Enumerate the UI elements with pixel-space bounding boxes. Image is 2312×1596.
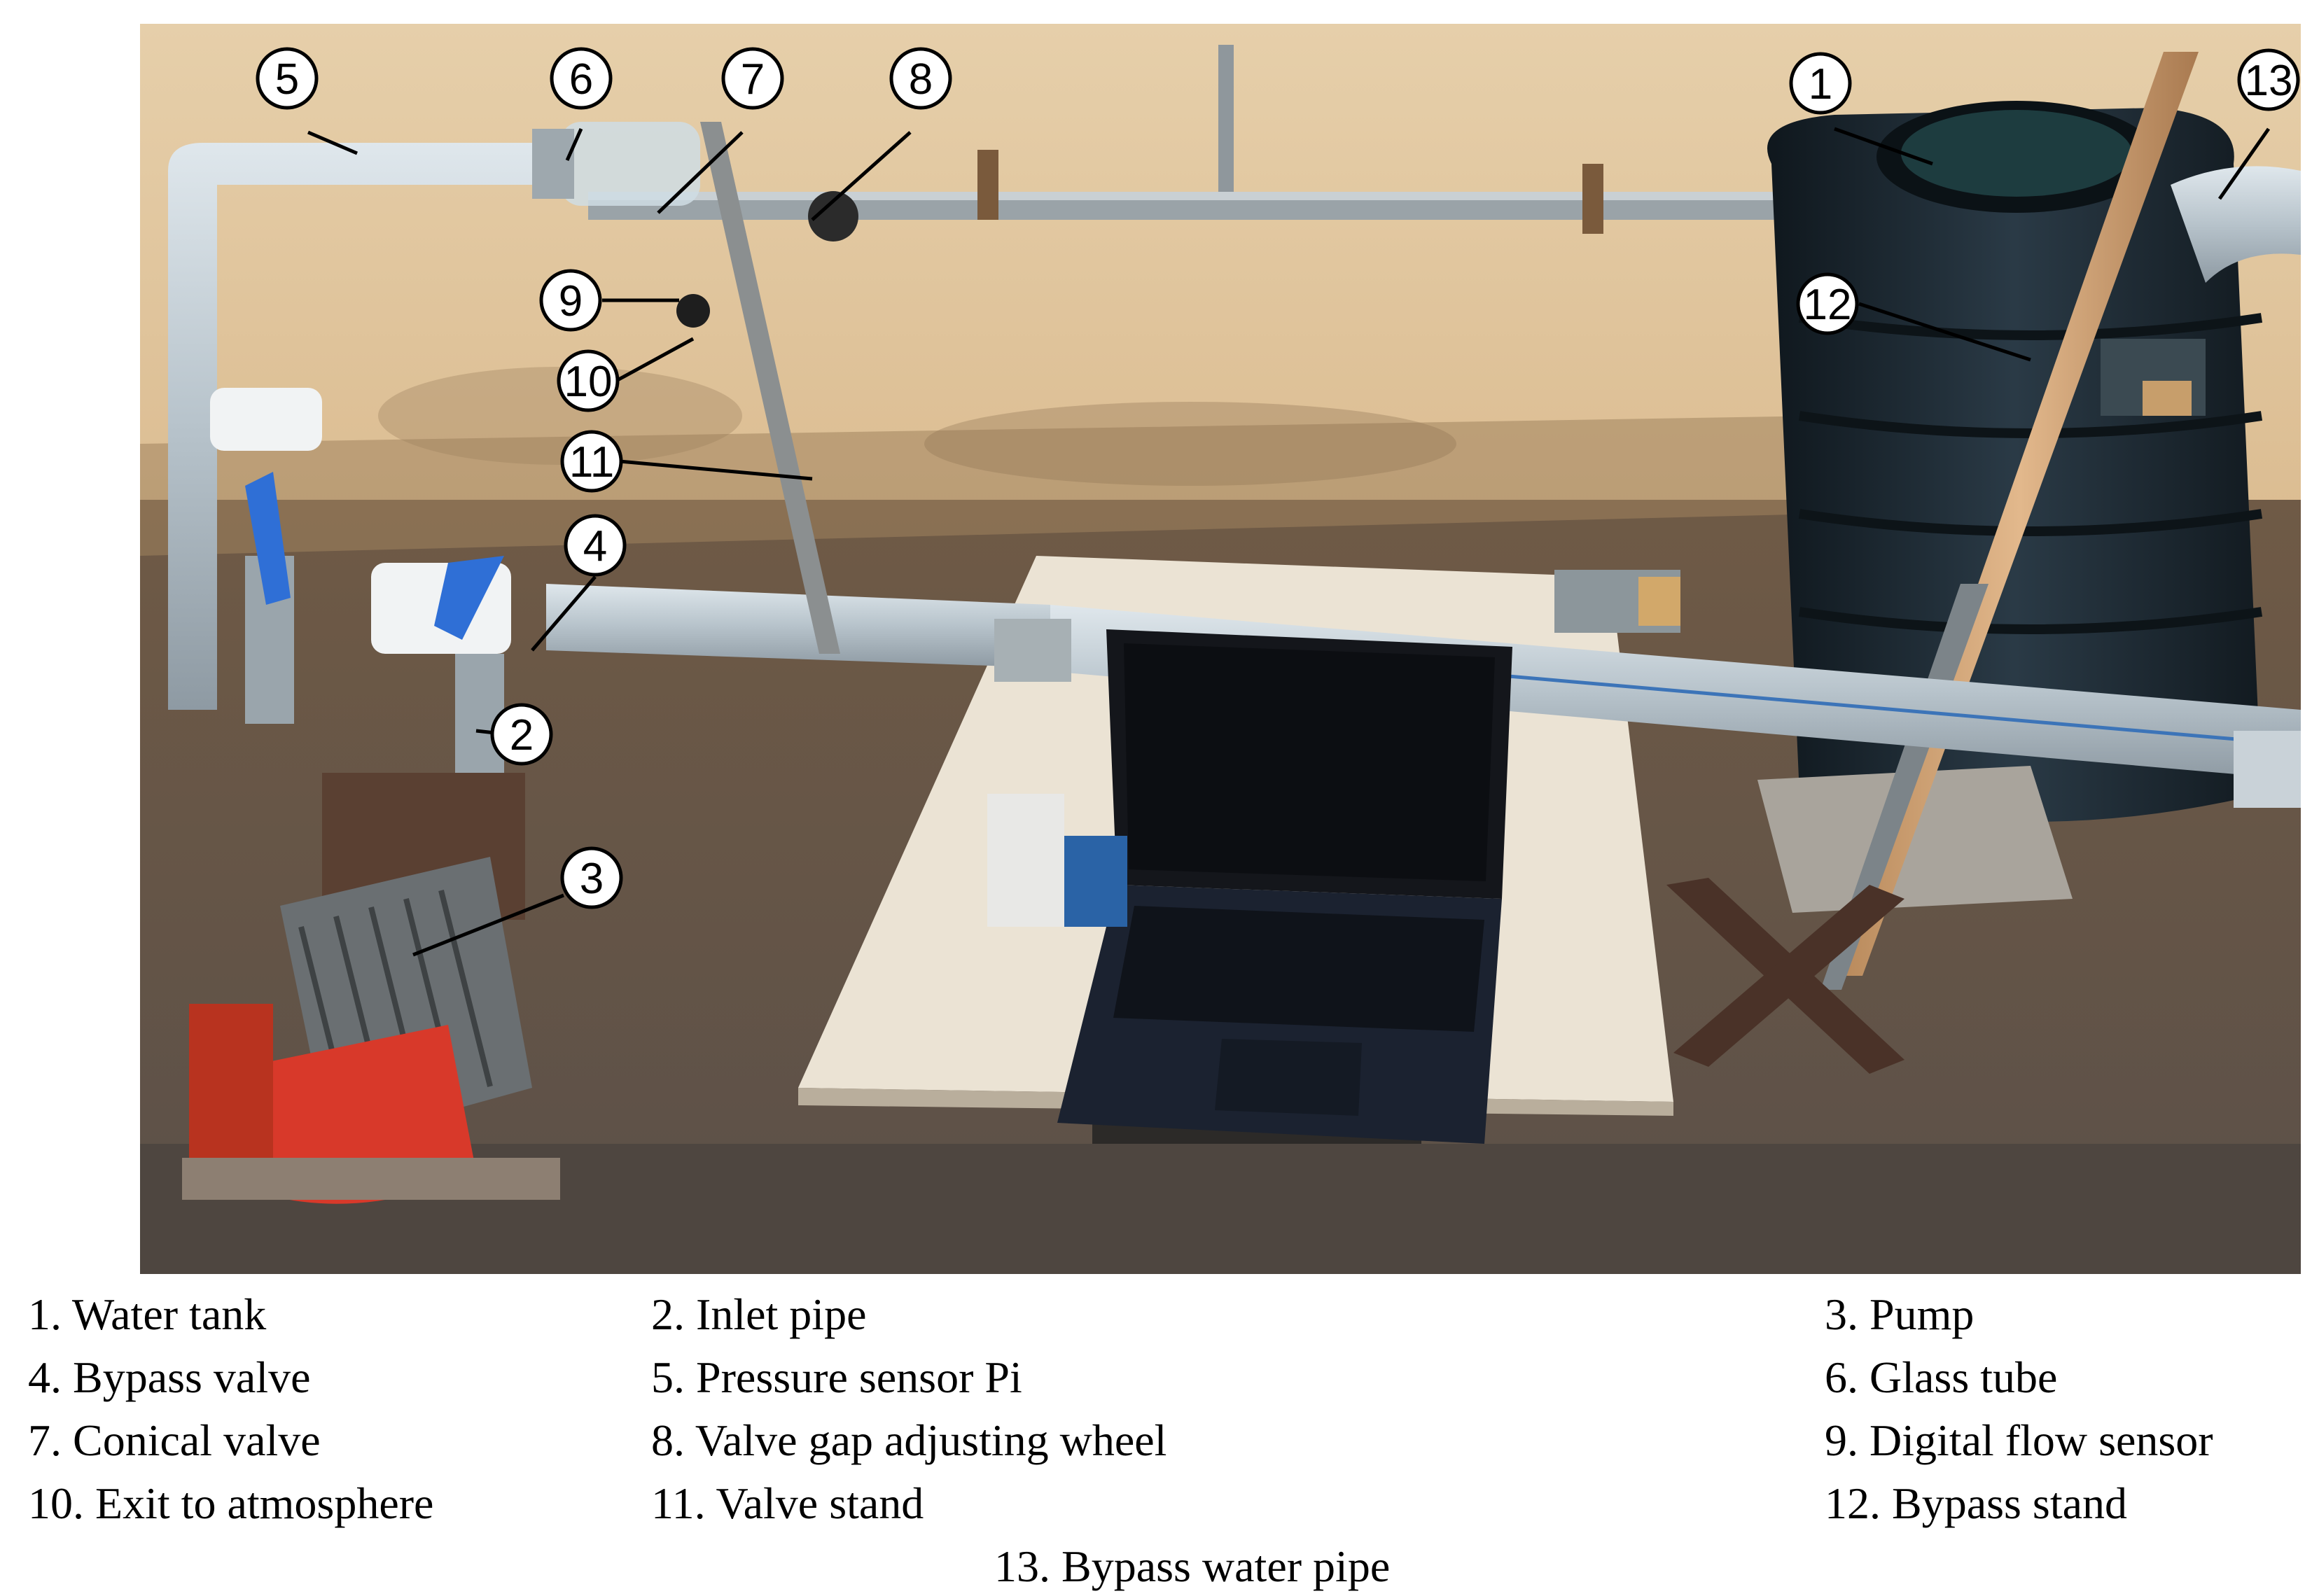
callout-3: 3 [560,846,623,909]
callout-12: 12 [1796,272,1859,335]
callout-1: 1 [1789,52,1852,115]
callout-13-label: 13 [2245,57,2293,105]
water-tank [1757,101,2263,913]
legend-item-7: 7. Conical valve [28,1415,321,1465]
valve-stand [700,122,840,654]
legend-item-8: 8. Valve gap adjusting wheel [651,1415,1167,1465]
bypass-water-pipe [2171,166,2301,283]
callout-6: 6 [550,47,613,110]
callout-4: 4 [564,514,627,577]
callout-4-label: 4 [583,522,607,570]
legend-item-1: 1. Water tank [28,1289,267,1339]
callout-1-label: 1 [1809,60,1832,108]
callout-2: 2 [490,703,553,766]
experimental-setup-photo: 1 2 3 4 5 6 7 8 9 10 11 12 13 [140,24,2301,1274]
callout-5-label: 5 [275,55,299,104]
legend-item-2: 2. Inlet pipe [651,1289,867,1339]
callout-8-label: 8 [909,55,933,104]
inlet-pipe [168,122,858,794]
callout-13: 13 [2237,48,2300,111]
legend-item-4: 4. Bypass valve [28,1352,311,1402]
callout-5: 5 [256,47,319,110]
callout-7: 7 [721,47,784,110]
callout-7-label: 7 [741,55,765,104]
legend-item-10: 10. Exit to atmosphere [28,1478,434,1528]
callout-2-label: 2 [510,711,534,760]
callout-leaders [307,127,2271,957]
legend-item-13: 13. Bypass water pipe [994,1541,1391,1591]
callout-6-label: 6 [569,55,593,104]
callout-11: 11 [560,430,623,493]
callout-9: 9 [539,269,602,332]
legend-item-11: 11. Valve stand [651,1478,924,1528]
callout-3-label: 3 [580,855,604,903]
legend-item-5: 5. Pressure sensor Pi [651,1352,1022,1402]
callout-11-label: 11 [569,438,614,486]
callout-10: 10 [557,349,620,412]
callout-8: 8 [889,47,952,110]
legend-item-12: 12. Bypass stand [1825,1478,2127,1528]
legend-item-6: 6. Glass tube [1825,1352,2058,1402]
wall-pipe [588,45,1820,234]
pump [182,773,560,1204]
callout-markers: 1 2 3 4 5 6 7 8 9 10 11 12 13 [256,47,2300,909]
callout-9-label: 9 [559,277,583,326]
callout-10-label: 10 [564,358,613,406]
callout-12-label: 12 [1804,281,1852,329]
legend-item-3: 3. Pump [1825,1289,1975,1339]
laptop [987,629,1512,1144]
legend-item-9: 9. Digital flow sensor [1825,1415,2213,1465]
